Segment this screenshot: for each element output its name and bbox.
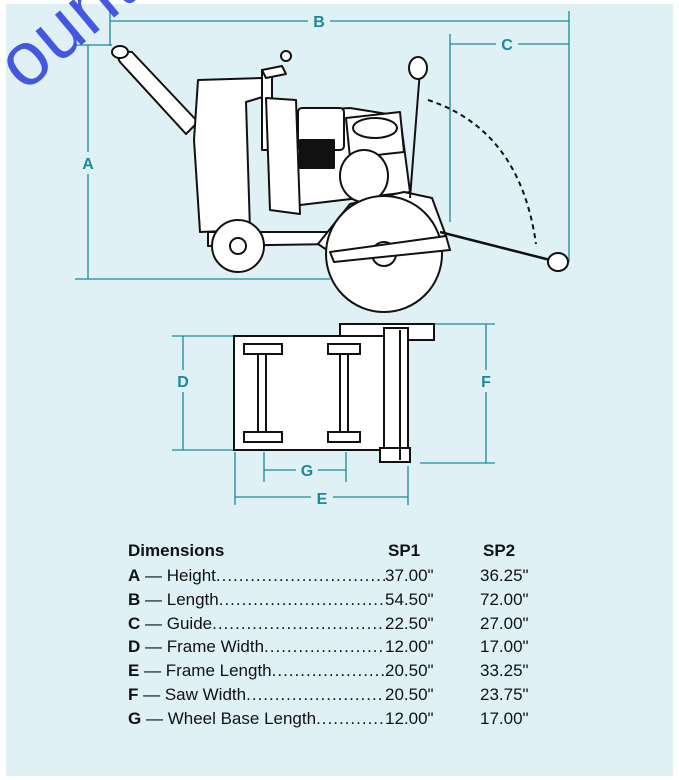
label-a: A	[82, 156, 94, 173]
label-c: C	[501, 37, 513, 54]
row-sp1: 20.50"	[385, 661, 434, 681]
label-f: F	[481, 374, 491, 391]
row-label: Frame Width	[166, 637, 265, 657]
header-sp2: SP2	[483, 541, 516, 560]
table-header: Dimensions SP1 SP2	[128, 538, 568, 564]
row-sp2: 27.00"	[480, 613, 529, 633]
saw-side-view	[111, 45, 569, 313]
row-letter: D	[128, 637, 141, 657]
row-letter: A	[128, 566, 141, 585]
row-name: A — Height..............................…	[128, 564, 385, 588]
label-b: B	[313, 14, 325, 31]
row-name: B — Length..............................…	[128, 588, 385, 612]
row-name: F — Saw Width...........................…	[128, 683, 385, 707]
row-label: Saw Width	[164, 684, 247, 704]
header-sp1: SP1	[388, 541, 421, 560]
row-sp1: 54.50"	[385, 589, 434, 609]
row-name: G — Wheel Base Length...................…	[128, 707, 385, 731]
row-sp1: 37.00"	[385, 566, 434, 585]
row-letter: B	[128, 589, 141, 609]
row-label: Length	[166, 589, 219, 609]
table-row: E — Frame Length........................…	[128, 659, 568, 683]
row-letter: C	[128, 613, 141, 633]
swing-arc	[427, 99, 537, 245]
label-g: G	[301, 463, 313, 480]
row-sp1: 22.50"	[385, 613, 434, 633]
row-sp2: 33.25"	[480, 661, 529, 681]
table-row: B — Length..............................…	[128, 588, 568, 612]
row-sp2: 23.75"	[480, 684, 529, 704]
header-dimensions: Dimensions	[128, 541, 225, 560]
row-sp1: 12.00"	[385, 637, 434, 657]
dimensions-table: Dimensions SP1 SP2 A — Height...........…	[128, 538, 568, 731]
row-leader-dots: ........................................…	[271, 661, 385, 681]
row-letter: G	[128, 708, 142, 728]
row-label: Wheel Base Length	[167, 708, 317, 728]
row-leader-dots: ........................................…	[316, 708, 385, 728]
row-name: E — Frame Length........................…	[128, 659, 385, 683]
row-leader-dots: ........................................…	[215, 566, 385, 585]
dimension-lines	[75, 11, 570, 505]
row-letter: E	[128, 661, 140, 681]
row-leader-dots: ........................................…	[264, 637, 385, 657]
row-sp2: 72.00"	[480, 589, 529, 609]
table-row: C — Guide...............................…	[128, 612, 568, 636]
row-sp2: 17.00"	[480, 708, 529, 728]
row-leader-dots: ........................................…	[218, 589, 385, 609]
row-label: Frame Length	[165, 661, 272, 681]
row-leader-dots: ........................................…	[246, 684, 385, 704]
row-label: Height	[166, 566, 216, 585]
table-row: D — Frame Width.........................…	[128, 635, 568, 659]
row-sp1: 12.00"	[385, 708, 434, 728]
label-d: D	[177, 374, 189, 391]
row-sp2: 36.25"	[480, 566, 529, 585]
row-sp2: 17.00"	[480, 637, 529, 657]
table-row: F — Saw Width...........................…	[128, 683, 568, 707]
label-e: E	[317, 491, 328, 508]
row-name: D — Frame Width.........................…	[128, 635, 385, 659]
table-row: A — Height..............................…	[128, 564, 568, 588]
row-leader-dots: ........................................…	[212, 613, 385, 633]
row-label: Guide	[166, 613, 213, 633]
row-letter: F	[128, 684, 139, 704]
table-row: G — Wheel Base Length...................…	[128, 707, 568, 731]
row-sp1: 20.50"	[385, 684, 434, 704]
saw-top-view	[233, 323, 435, 463]
row-name: C — Guide...............................…	[128, 612, 385, 636]
